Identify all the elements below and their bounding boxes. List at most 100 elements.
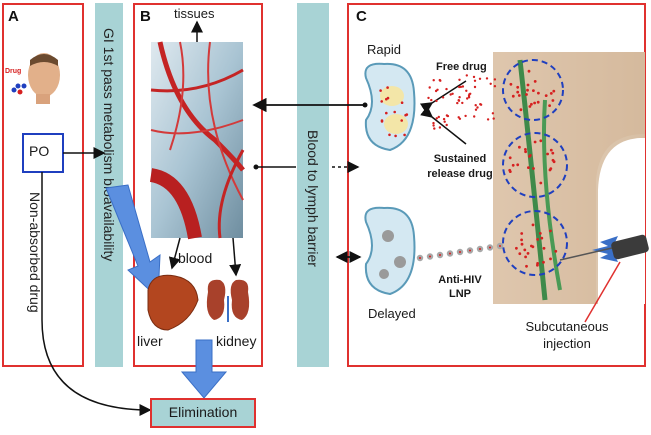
drug-dot: [518, 145, 521, 149]
drug-dot: [429, 255, 431, 258]
drug-dot: [386, 96, 390, 100]
liver-icon: [147, 274, 199, 331]
drug-dot: [509, 82, 513, 86]
drug-dot: [536, 262, 539, 265]
drug-dot: [465, 74, 468, 77]
free-drug-label: Free drug: [436, 61, 487, 73]
drug-dot: [554, 249, 558, 253]
drug-dot: [546, 152, 549, 156]
drug-dot: [469, 249, 471, 252]
drug-dot: [436, 88, 439, 92]
drug-dot: [533, 80, 537, 83]
blood-label: blood: [178, 250, 213, 266]
drug-dot: [474, 108, 478, 111]
drug-dot: [518, 252, 522, 256]
drug-dot: [516, 90, 520, 94]
drug-dot: [540, 236, 544, 240]
tissues-label: tissues: [174, 6, 215, 21]
drug-dot: [539, 139, 543, 143]
lymph-node-rapid: [364, 62, 416, 152]
drug-tag: Drug: [5, 68, 22, 75]
drug-dot: [525, 264, 528, 268]
drug-dot: [538, 232, 542, 235]
drug-dot: [537, 91, 540, 95]
panel-a-letter: A: [8, 8, 19, 25]
dashed-circle-bottom: [502, 210, 568, 276]
drug-dot: [473, 85, 477, 89]
drug-dot: [552, 89, 556, 93]
drug-dot: [551, 158, 555, 162]
drug-dot: [520, 238, 523, 242]
drug-dot: [473, 79, 477, 83]
drug-dot: [516, 163, 520, 167]
lymph-barrier-band: [297, 3, 329, 367]
drug-dot: [380, 100, 384, 103]
drug-dot: [445, 114, 449, 117]
drug-dot: [530, 102, 533, 106]
drug-dot: [517, 94, 521, 97]
drug-dot: [548, 104, 551, 107]
drug-dot: [393, 110, 397, 114]
drug-dot: [441, 96, 445, 99]
dashed-circle-top: [502, 59, 564, 121]
drug-dot: [449, 252, 451, 255]
drug-dot: [527, 166, 530, 170]
drug-dot: [458, 78, 461, 82]
drug-dot: [430, 98, 433, 102]
panel-c-letter: C: [356, 8, 367, 25]
drug-dot: [491, 112, 495, 115]
sustained-release-label: Sustained release drug: [427, 153, 493, 180]
drug-dot: [458, 85, 461, 89]
drug-dot: [427, 96, 430, 100]
drug-dot: [435, 117, 438, 120]
syringe-icon: [559, 234, 649, 261]
drug-dot: [533, 101, 536, 105]
drug-dot: [549, 229, 552, 233]
drug-dot: [532, 89, 535, 92]
drug-dot: [443, 120, 446, 123]
drug-dot: [527, 69, 531, 73]
kidney-icon: [206, 279, 250, 322]
drug-dot: [489, 82, 492, 86]
drug-dot: [400, 101, 404, 104]
drug-dot: [400, 119, 404, 122]
drug-dot: [536, 238, 539, 241]
drug-dot: [526, 252, 530, 255]
drug-dot: [459, 85, 463, 89]
drug-dot: [542, 260, 545, 264]
rapid-label: Rapid: [367, 42, 401, 57]
non-absorbed-drug-text: Non-absorbed drug: [27, 192, 43, 313]
elimination-box: [150, 398, 256, 428]
drug-dot: [549, 167, 553, 171]
drug-dot: [485, 77, 489, 80]
drug-dot: [464, 114, 467, 118]
drug-dot: [544, 94, 548, 97]
drug-dot: [456, 101, 459, 105]
drug-dot: [515, 246, 518, 250]
drug-dot: [492, 117, 495, 120]
drug-dot: [433, 127, 436, 130]
panel-a: [2, 3, 84, 367]
drug-dot: [511, 94, 515, 98]
head-icon: [11, 53, 60, 104]
drug-dot: [532, 167, 535, 170]
drug-dot: [525, 93, 528, 96]
drug-dot: [479, 103, 482, 106]
drug-dot: [469, 92, 472, 96]
drug-dot: [394, 134, 397, 138]
drug-dot: [380, 119, 384, 122]
drug-dot: [508, 168, 512, 172]
drug-dot: [526, 88, 529, 92]
dashed-circle-middle: [502, 132, 568, 198]
drug-dot: [473, 115, 476, 118]
drug-dot: [551, 151, 555, 155]
drug-dot: [472, 75, 476, 79]
drug-dot: [386, 86, 389, 89]
drug-dot: [438, 78, 441, 82]
drug-dot: [536, 100, 540, 104]
drug-dot: [526, 83, 530, 87]
drug-dot: [445, 123, 448, 127]
drug-dot: [479, 248, 481, 250]
